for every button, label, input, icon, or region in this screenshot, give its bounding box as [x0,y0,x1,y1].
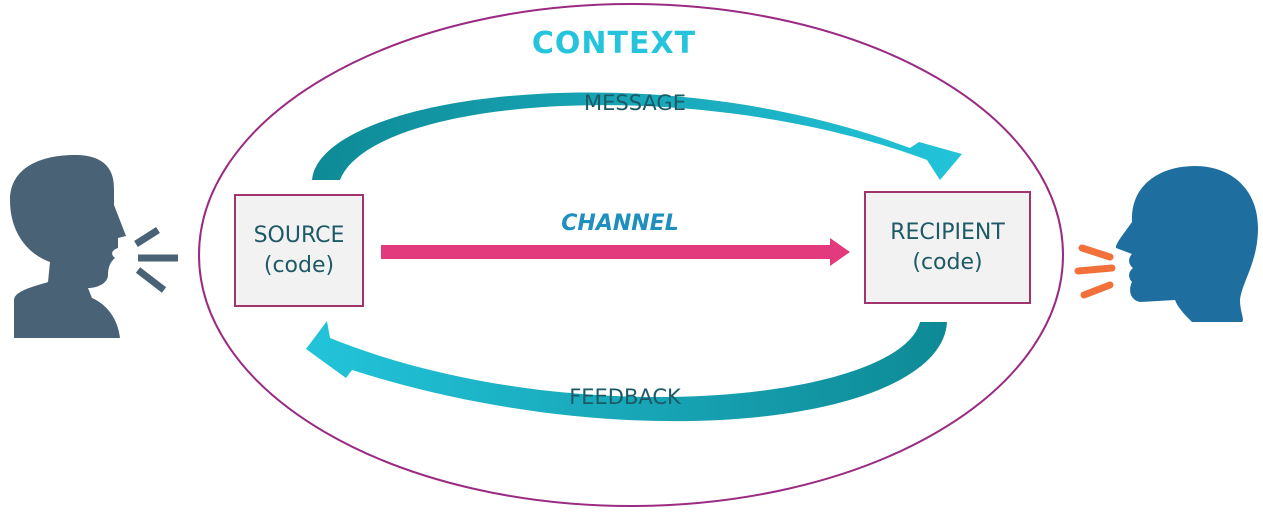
recipient-box: RECIPIENT (code) [864,191,1031,304]
message-arrow [312,92,962,180]
receiver-sound-lines-icon [1074,244,1116,299]
sender-head-icon [10,155,126,338]
channel-label: CHANNEL [561,211,679,236]
channel-arrow [381,238,850,266]
receiver-head-icon [1115,166,1258,322]
context-label: CONTEXT [531,26,697,61]
feedback-arrow [306,321,947,422]
source-subtitle: (code) [263,252,335,278]
recipient-title: RECIPIENT [890,219,1005,245]
source-title: SOURCE [253,222,345,248]
sender-sound-lines-icon [134,227,178,293]
source-box: SOURCE (code) [234,194,364,307]
context-ellipse [198,3,1064,507]
message-label: MESSAGE [584,91,686,115]
recipient-subtitle: (code) [912,249,983,275]
feedback-label: FEEDBACK [569,385,681,409]
